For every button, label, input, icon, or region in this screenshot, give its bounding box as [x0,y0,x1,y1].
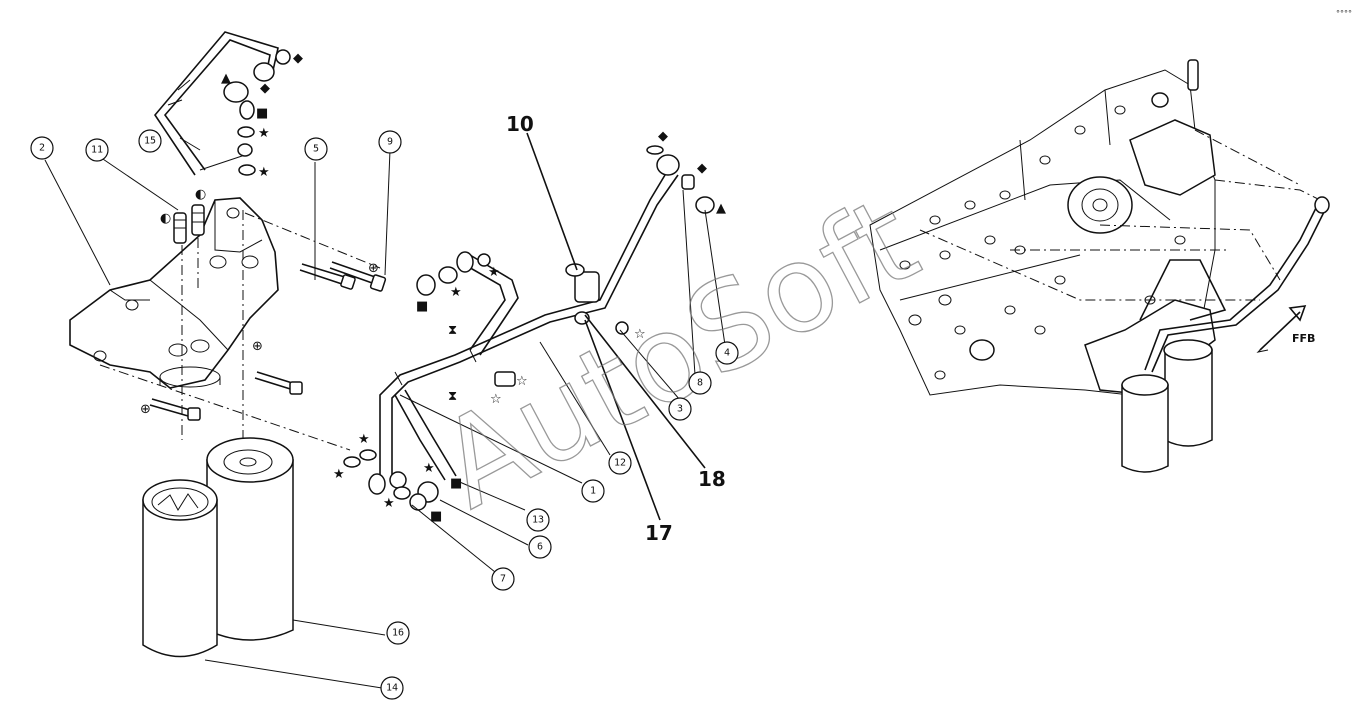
hourglass-symbol-icon: ⧗ [448,389,457,404]
fittings-top [173,204,205,244]
target-symbol-icon: ⊕ [368,261,379,276]
fuel-line-1 [394,254,519,481]
svg-text:11: 11 [91,145,103,156]
bolt-lower-left [149,398,201,421]
diamond-symbol-icon: ◆ [697,161,707,176]
corner-mark: °°°° [1336,9,1352,18]
open-star-symbol-icon: ☆ [490,392,502,407]
star-symbol-icon: ★ [383,496,395,511]
diamond-symbol-icon: ◆ [260,81,270,96]
callout-1: 1 [581,479,605,503]
star-symbol-icon: ★ [258,165,270,180]
star-symbol-icon: ★ [358,432,370,447]
engine-dashes [919,129,1321,301]
target-symbol-icon: ⊕ [140,402,151,417]
svg-text:15: 15 [144,136,156,147]
direction-label: FFB [1292,332,1315,345]
open-star-symbol-icon: ☆ [634,327,646,342]
callout-11: 11 [85,138,109,162]
callout-6: 6 [528,535,552,559]
callout-3: 3 [668,397,692,421]
square-symbol-icon: ■ [416,299,428,314]
diamond-symbol-icon: ◆ [658,129,668,144]
label-10: 10 [506,112,534,136]
callout-12: 12 [608,451,632,475]
callout-9: 9 [378,130,402,154]
callout-16: 16 [386,621,410,645]
square-symbol-icon: ■ [430,509,442,524]
svg-text:6: 6 [537,542,543,553]
svg-text:14: 14 [386,683,398,694]
legend-symbols: ★ ★ ■ ▲ ◆ ◆ ◐ ◐ ⊕ ⊕ ⊕ ★ ★ ■ ⧗ ⧗ ☆ ☆ ★ ★ … [140,51,726,524]
watermark: AutoSoft [418,171,938,536]
callout-14: 14 [380,676,404,700]
svg-text:12: 12 [614,458,626,469]
direction-arrow [1256,305,1307,353]
diamond-symbol-icon: ◆ [293,51,303,66]
callout-4: 4 [715,341,739,365]
callout-7: 7 [491,567,515,591]
filter-cartridge-14 [142,479,218,658]
quarter-symbol-icon: ◐ [160,211,171,226]
star-symbol-icon: ★ [333,467,345,482]
bolt-5 [299,263,356,290]
star-symbol-icon: ★ [258,126,270,141]
callout-5: 5 [304,137,328,161]
svg-text:5: 5 [313,144,319,155]
engine-filter-assembly [1084,196,1330,473]
target-symbol-icon: ⊕ [252,339,263,354]
star-symbol-icon: ★ [488,265,500,280]
filter-head-bracket [69,197,279,389]
hourglass-symbol-icon: ⧗ [448,323,457,338]
svg-text:7: 7 [500,574,506,585]
centerline-5 [99,364,351,451]
tube-15 [154,31,291,176]
square-symbol-icon: ■ [450,476,462,491]
svg-text:16: 16 [392,628,404,639]
svg-text:2: 2 [39,143,45,154]
quarter-symbol-icon: ◐ [195,187,206,202]
callout-2: 2 [30,136,54,160]
label-17: 17 [645,521,673,545]
star-symbol-icon: ★ [423,461,435,476]
triangle-symbol-icon: ▲ [221,71,231,86]
svg-text:8: 8 [697,378,703,389]
svg-text:4: 4 [724,348,730,359]
svg-text:3: 3 [677,404,683,415]
triangle-symbol-icon: ▲ [716,201,726,216]
label-18: 18 [698,467,726,491]
callout-8: 8 [688,371,712,395]
bolt-9 [329,261,387,292]
svg-text:1: 1 [590,486,596,497]
open-star-symbol-icon: ☆ [516,374,528,389]
svg-text:13: 13 [532,515,544,526]
square-symbol-icon: ■ [256,106,268,121]
leaders-left [44,137,391,689]
leaders-middle [399,132,726,573]
centerline-4 [244,212,381,269]
engine-block [869,59,1216,396]
svg-text:9: 9 [387,137,393,148]
filter-cartridge-16 [206,437,294,641]
callout-13: 13 [526,508,550,532]
callout-15: 15 [138,129,162,153]
bolt-lower-right [254,371,303,395]
star-symbol-icon: ★ [450,285,462,300]
